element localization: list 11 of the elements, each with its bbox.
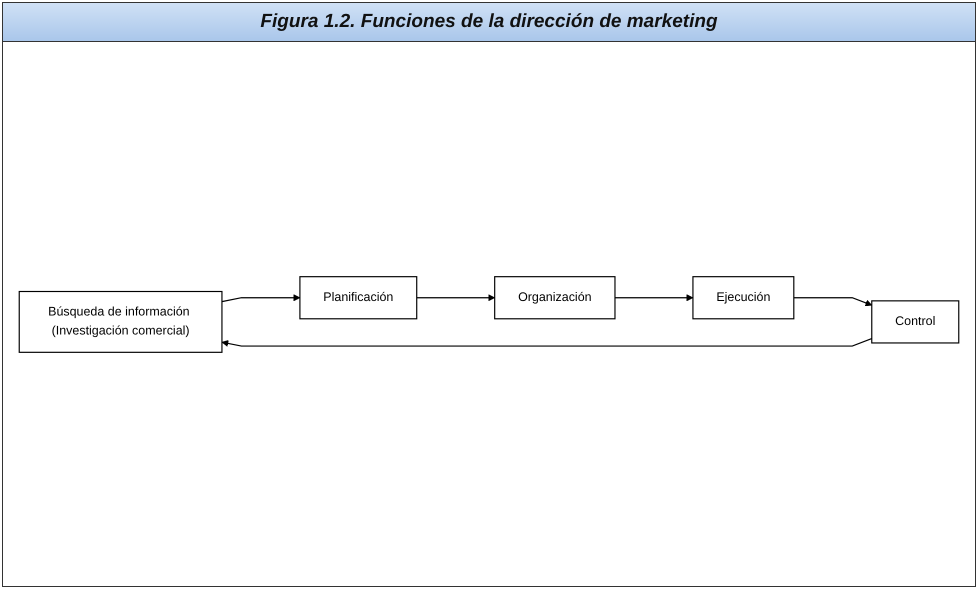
arrow xyxy=(416,294,495,302)
arrow xyxy=(222,294,300,302)
node-box: Organización xyxy=(494,276,616,320)
node-box: Búsqueda de información (Investigación comercial) xyxy=(18,290,223,353)
figure-title: Figura 1.2. Funciones de la dirección de marketing xyxy=(3,3,975,42)
arrow xyxy=(222,338,872,347)
node-box: Ejecución xyxy=(692,276,794,320)
node-box: Control xyxy=(871,300,960,344)
arrow xyxy=(794,297,872,306)
node-box: Planificación xyxy=(299,276,418,320)
arrow xyxy=(614,294,694,302)
